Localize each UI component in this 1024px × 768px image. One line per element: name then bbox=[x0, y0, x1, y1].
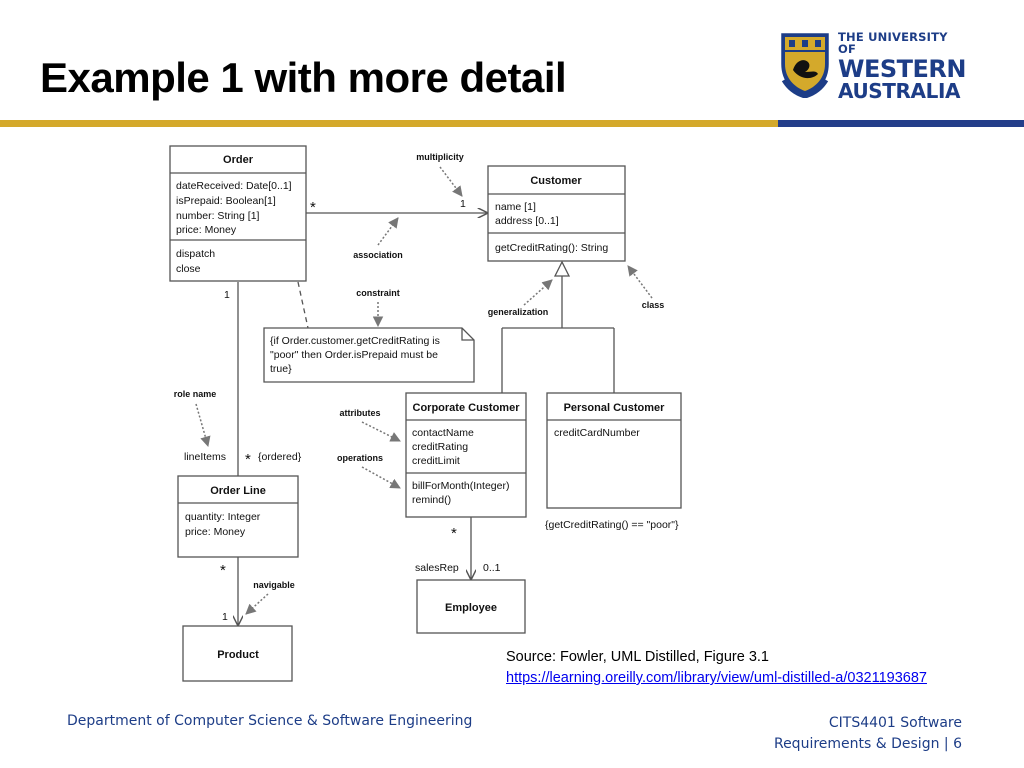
order-line-attribute: quantity: Integer bbox=[185, 511, 261, 523]
annotation-multiplicity: multiplicity bbox=[416, 152, 464, 162]
generalization-tree bbox=[501, 260, 615, 393]
order-customer-multiplicity-star: * bbox=[310, 199, 316, 216]
class-pointer bbox=[627, 265, 653, 299]
note-line: {if Order.customer.getCreditRating is bbox=[270, 335, 440, 347]
lineitems-multiplicity-star: * bbox=[245, 451, 251, 468]
university-crest-icon bbox=[781, 33, 829, 98]
product-multiplicity-one: 1 bbox=[222, 611, 228, 623]
customer-class-name: Customer bbox=[530, 175, 582, 187]
footer-department: Department of Computer Science & Softwar… bbox=[67, 713, 473, 729]
association-pointer bbox=[377, 217, 399, 246]
page-number: 6 bbox=[953, 736, 962, 752]
personal-customer-attribute: creditCardNumber bbox=[554, 427, 640, 439]
personal-customer-constraint: {getCreditRating() == "poor"} bbox=[545, 519, 679, 531]
university-logo: THE UNIVERSITY OF WESTERN AUSTRALIA bbox=[778, 28, 968, 103]
note-line: true} bbox=[270, 363, 292, 375]
personal-customer-class-name: Personal Customer bbox=[564, 402, 666, 414]
order-attribute: price: Money bbox=[176, 224, 237, 236]
note-anchor bbox=[297, 281, 309, 329]
annotation-navigable: navigable bbox=[253, 580, 295, 590]
customer-attribute: address [0..1] bbox=[495, 215, 559, 227]
corporate-customer-class: Corporate Customer contactName creditRat… bbox=[405, 392, 527, 518]
footer-course-title: Requirements & Design bbox=[773, 736, 940, 752]
product-class: Product bbox=[182, 625, 293, 682]
logo-line-3: AUSTRALIA bbox=[838, 79, 961, 103]
order-class-name: Order bbox=[223, 154, 254, 166]
multiplicity-pointer bbox=[439, 166, 463, 197]
university-wordmark: THE UNIVERSITY OF WESTERN AUSTRALIA bbox=[838, 30, 968, 103]
annotation-class: class bbox=[642, 300, 665, 310]
order-class: Order dateReceived: Date[0..1] isPrepaid… bbox=[169, 145, 307, 282]
annotation-association: association bbox=[353, 250, 403, 260]
order-attribute: dateReceived: Date[0..1] bbox=[176, 180, 292, 192]
annotation-constraint: constraint bbox=[356, 288, 400, 298]
generalization-pointer bbox=[523, 279, 553, 306]
annotation-attributes: attributes bbox=[339, 408, 380, 418]
corporate-multiplicity-star: * bbox=[451, 525, 457, 542]
footer-course-line-2: Requirements & Design | 6 bbox=[774, 734, 962, 755]
corporate-customer-operation: billForMonth(Integer) bbox=[412, 480, 509, 492]
role-name-pointer bbox=[195, 403, 211, 448]
annotation-generalization: generalization bbox=[488, 307, 549, 317]
footer-course-line-1: CITS4401 Software bbox=[828, 715, 962, 731]
role-line-items: lineItems bbox=[184, 451, 226, 463]
corporate-customer-attribute: contactName bbox=[412, 427, 474, 439]
order-line-class-name: Order Line bbox=[210, 485, 266, 497]
uml-class-diagram: Order dateReceived: Date[0..1] isPrepaid… bbox=[169, 145, 682, 682]
attributes-pointer bbox=[361, 421, 401, 442]
source-link[interactable]: https://learning.oreilly.com/library/vie… bbox=[506, 670, 927, 686]
customer-class: Customer name [1] address [0..1] getCred… bbox=[487, 165, 626, 262]
annotation-role-name: role name bbox=[174, 389, 217, 399]
personal-customer-class: Personal Customer creditCardNumber bbox=[546, 392, 682, 509]
corporate-customer-attribute: creditLimit bbox=[412, 455, 460, 467]
slide-title: Example 1 with more detail bbox=[40, 54, 567, 101]
logo-line-2: WESTERN bbox=[838, 55, 966, 83]
logo-line-1: THE UNIVERSITY OF bbox=[838, 30, 948, 56]
navigable-pointer bbox=[245, 593, 269, 615]
order-operation: close bbox=[176, 263, 201, 275]
note-line: "poor" then Order.isPrepaid must be bbox=[270, 349, 438, 361]
order-customer-multiplicity-one: 1 bbox=[460, 198, 466, 210]
annotation-operations: operations bbox=[337, 453, 383, 463]
corporate-customer-class-name: Corporate Customer bbox=[413, 402, 521, 414]
header-rule-blue bbox=[778, 120, 1024, 127]
role-sales-rep: salesRep bbox=[415, 562, 459, 574]
employee-class-name: Employee bbox=[445, 602, 497, 614]
constraint-note: {if Order.customer.getCreditRating is "p… bbox=[263, 327, 475, 383]
order-line-attribute: price: Money bbox=[185, 526, 246, 538]
order-line-class: Order Line quantity: Integer price: Mone… bbox=[177, 475, 299, 558]
corporate-customer-attribute: creditRating bbox=[412, 441, 468, 453]
customer-operation: getCreditRating(): String bbox=[495, 242, 608, 254]
product-class-name: Product bbox=[217, 649, 259, 661]
operations-pointer bbox=[361, 466, 401, 489]
orderline-multiplicity-star: * bbox=[220, 562, 226, 579]
order-attribute: number: String [1] bbox=[176, 210, 260, 222]
order-operation: dispatch bbox=[176, 248, 215, 260]
employee-multiplicity: 0..1 bbox=[483, 562, 501, 574]
order-attribute: isPrepaid: Boolean[1] bbox=[176, 195, 276, 207]
footer-separator: | bbox=[943, 736, 949, 752]
source-citation: Source: Fowler, UML Distilled, Figure 3.… bbox=[506, 647, 927, 689]
header-rule-gold bbox=[0, 120, 778, 127]
corporate-customer-operation: remind() bbox=[412, 494, 451, 506]
source-text: Source: Fowler, UML Distilled, Figure 3.… bbox=[506, 649, 769, 665]
order-orderline-multiplicity-one: 1 bbox=[224, 289, 230, 301]
footer-course: CITS4401 Software Requirements & Design … bbox=[774, 713, 962, 755]
customer-attribute: name [1] bbox=[495, 201, 536, 213]
employee-class: Employee bbox=[416, 579, 526, 634]
ordered-constraint: {ordered} bbox=[258, 451, 302, 463]
